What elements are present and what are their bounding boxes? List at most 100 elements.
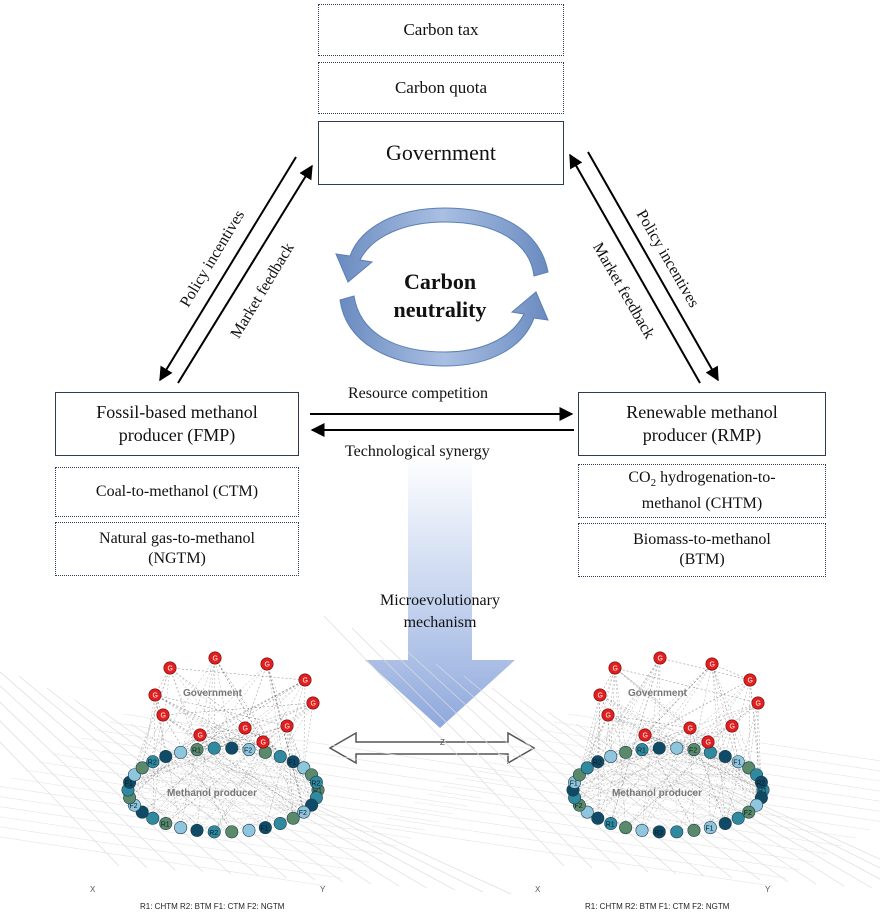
government-node <box>593 688 607 702</box>
government-node-label: G <box>613 666 618 673</box>
government-node <box>705 657 719 671</box>
government-node-label: G <box>153 693 158 700</box>
chtm-box: CO2 hydrogenation-to- methanol (CHTM) <box>578 464 826 518</box>
government-node <box>260 657 274 671</box>
chtm-line2: methanol (CHTM) <box>641 494 763 512</box>
government-node-label: G <box>311 701 316 708</box>
producer-node <box>273 817 287 831</box>
producer-node <box>273 749 287 763</box>
producer-node <box>207 825 221 839</box>
government-node-label: G <box>658 656 663 663</box>
government-label: Government <box>386 140 496 165</box>
producer-node-label: R1 <box>192 748 201 755</box>
government-node-label: G <box>748 678 753 685</box>
producer-node-label: R1 <box>637 748 646 755</box>
producer-node-label: F2 <box>129 803 137 810</box>
government-node <box>208 651 222 665</box>
government-node-label: G <box>688 726 693 733</box>
producer-node <box>703 821 717 835</box>
producer-node-label: F1 <box>288 760 296 767</box>
producer-node <box>604 749 618 763</box>
producer-node <box>619 821 633 835</box>
btm-line1: Biomass-to-methanol <box>633 531 771 548</box>
government-node-label: G <box>706 740 711 747</box>
government-node-label: G <box>265 662 270 669</box>
producer-node-label: R2 <box>756 780 765 787</box>
carbon-quota-box: Carbon quota <box>318 62 564 114</box>
producer-node <box>652 825 666 839</box>
government-node-label: G <box>710 662 715 669</box>
technological-synergy-label: Technological synergy <box>345 443 490 460</box>
government-node <box>148 688 162 702</box>
carbon-tax-label: Carbon tax <box>403 20 479 39</box>
ngtm-line1: Natural gas-to-methanol <box>99 530 255 547</box>
producer-node <box>190 823 204 837</box>
government-node <box>725 719 739 733</box>
axis-y-label: Y <box>320 885 326 894</box>
producer-node-label: R2 <box>654 830 663 837</box>
producer-node-label: R1 <box>161 822 170 829</box>
government-cluster-label: Government <box>628 688 688 699</box>
government-node <box>701 735 715 749</box>
left-policy-arrow <box>159 156 297 382</box>
government-node-label: G <box>261 740 266 747</box>
chtm-line1: CO2 hydrogenation-to- <box>628 469 776 490</box>
fmp-box: Fossil-based methanol producer (FMP) <box>55 392 299 456</box>
producer-node <box>297 805 311 819</box>
producer-node-label: R2 <box>311 780 320 787</box>
rmp-line2: producer (RMP) <box>642 425 762 445</box>
producer-node <box>159 817 173 831</box>
government-cluster-label: Government <box>183 688 243 699</box>
producer-node-label: F1 <box>705 826 713 833</box>
producer-node-label: F2 <box>689 748 697 755</box>
government-node-label: G <box>243 726 248 733</box>
micro-line1: Microevolutionary <box>380 592 500 609</box>
producer-node <box>174 821 188 835</box>
government-node-label: G <box>303 678 308 685</box>
producer-cluster-label: Methanol producer <box>167 788 257 799</box>
government-node-label: G <box>598 693 603 700</box>
government-node-label: G <box>643 733 648 740</box>
micro-arrow <box>365 455 515 728</box>
producer-node <box>242 823 256 837</box>
producer-node-label: R2 <box>593 760 602 767</box>
producer-node-label: F2 <box>244 748 252 755</box>
producer-node <box>286 811 300 825</box>
producer-node <box>146 811 160 825</box>
resource-competition-label: Resource competition <box>348 385 488 402</box>
government-node <box>601 708 615 722</box>
government-node-label: G <box>606 713 611 720</box>
cycle-top-arrow <box>335 207 549 283</box>
producer-node <box>742 805 756 819</box>
rmp-line1: Renewable methanol <box>626 402 778 422</box>
government-node <box>306 696 320 710</box>
fmp-line2: producer (FMP) <box>118 425 236 445</box>
network-edges <box>127 657 319 832</box>
right-feedback-arrow <box>569 153 701 384</box>
government-node <box>683 721 697 735</box>
rmp-box: Renewable methanol producer (RMP) <box>578 392 826 456</box>
government-node <box>751 696 765 710</box>
network-edges <box>572 657 764 832</box>
government-box: Government <box>318 121 564 185</box>
producer-node-label: F1 <box>570 780 578 787</box>
producer-node <box>286 755 300 769</box>
producer-node <box>718 817 732 831</box>
left-feedback-arrow <box>177 164 313 384</box>
government-node <box>238 721 252 735</box>
producer-node <box>619 745 633 759</box>
producer-cluster-label: Methanol producer <box>612 788 702 799</box>
producer-node <box>174 745 188 759</box>
producer-node <box>670 741 684 755</box>
producer-node <box>242 743 256 757</box>
producer-node <box>580 761 594 775</box>
carbon-neutrality-title: Carbon neutrality <box>365 268 515 324</box>
producer-node-label: R1 <box>606 822 615 829</box>
government-node-label: G <box>168 666 173 673</box>
ngtm-box: Natural gas-to-methanol (NGTM) <box>55 522 299 576</box>
carbon-tax-box: Carbon tax <box>318 4 564 56</box>
axis-x-label: X <box>535 885 541 894</box>
government-node <box>653 651 667 665</box>
network-compare-arrow <box>328 731 536 765</box>
